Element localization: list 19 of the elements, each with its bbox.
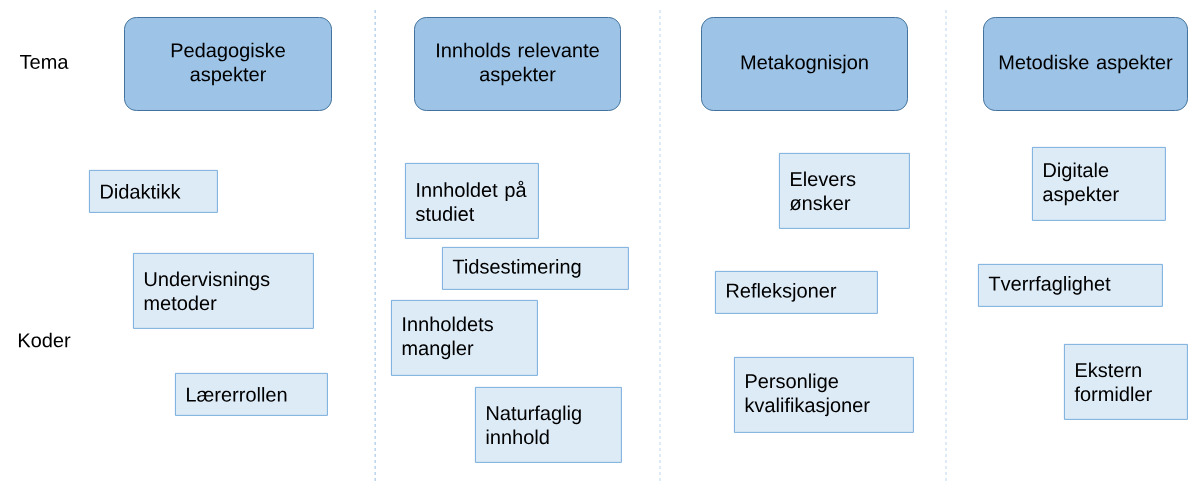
- code-box: Refleksjoner: [715, 271, 878, 314]
- theme-box: Metodiske aspekter: [983, 17, 1188, 111]
- code-box: Undervisnings metoder: [133, 253, 314, 329]
- row-label: Koder: [19, 332, 71, 348]
- theme-box: Innholds relevante aspekter: [414, 17, 621, 111]
- theme-box: Metakognisjon: [701, 17, 908, 111]
- code-box: Tidsestimering: [442, 247, 629, 290]
- code-box: Naturfaglig innhold: [475, 387, 622, 463]
- code-box: Tverrfaglighet: [978, 264, 1163, 307]
- code-box: Didaktikk: [89, 170, 218, 213]
- code-box: Ekstern formidler: [1064, 344, 1188, 420]
- theme-box: Pedagogiske aspekter: [124, 17, 332, 111]
- code-box: Innholdet på studiet: [405, 163, 539, 239]
- row-label: Tema: [20, 55, 69, 69]
- code-box: Lærerrollen: [175, 373, 328, 416]
- code-box: Digitale aspekter: [1032, 147, 1166, 221]
- code-box: Elevers ønsker: [779, 153, 910, 229]
- code-box: Personlige kvalifikasjoner: [734, 357, 914, 433]
- code-box: Innholdets mangler: [391, 300, 538, 376]
